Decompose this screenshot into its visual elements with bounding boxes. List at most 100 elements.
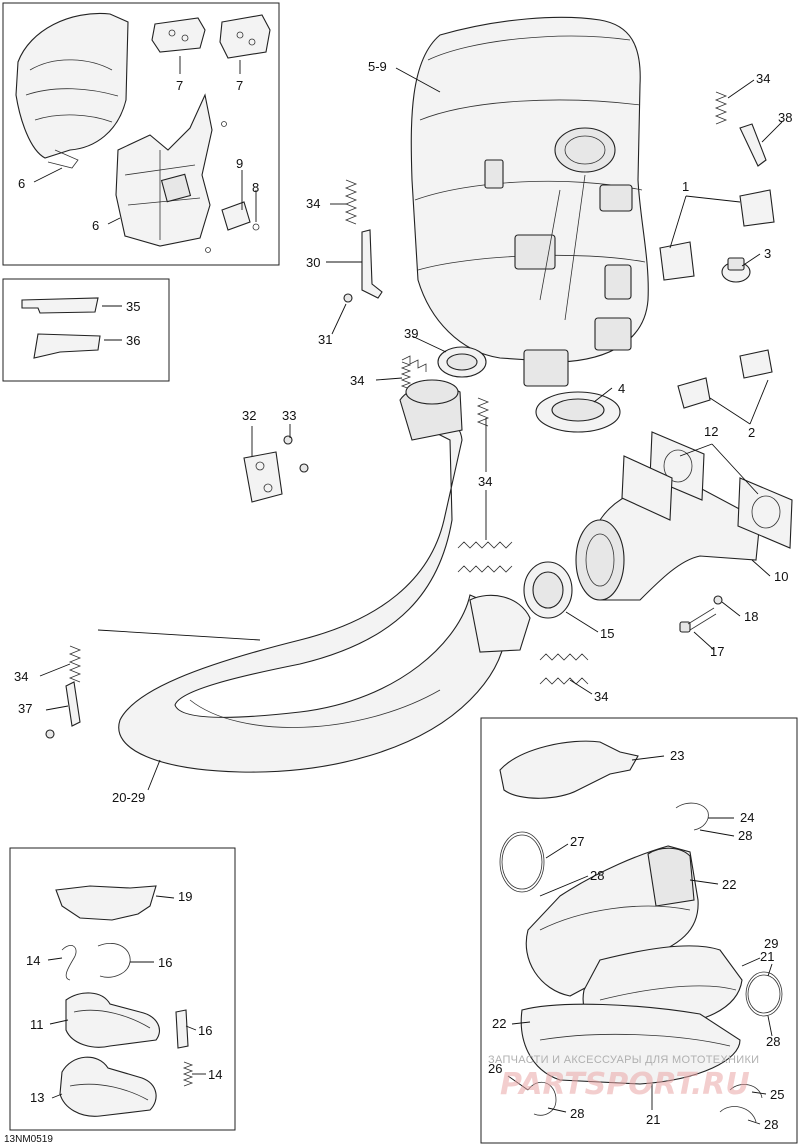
- callout-24: 24: [740, 810, 754, 825]
- callout-28e: 28: [764, 1117, 778, 1132]
- screw-33b: [299, 463, 309, 473]
- callout-18: 18: [744, 609, 758, 624]
- plate-8: [221, 201, 260, 231]
- spring-lower-b: [539, 677, 589, 685]
- spring-14b: [182, 1061, 194, 1087]
- clamp-16a: [97, 943, 131, 978]
- clamp-27: [499, 831, 545, 893]
- callout-17: 17: [710, 644, 724, 659]
- callout-16b: 16: [198, 1023, 212, 1038]
- callout-5-9: 5-9: [368, 59, 387, 74]
- clamp-29: [745, 971, 783, 1017]
- callout-28b: 28: [590, 868, 604, 883]
- callout-31: 31: [318, 332, 332, 347]
- screw-33a: [283, 435, 293, 445]
- callout-9: 9: [236, 156, 243, 171]
- spring-34-top: [714, 91, 728, 125]
- callout-1: 1: [682, 179, 689, 194]
- callout-37: 37: [18, 701, 32, 716]
- callout-27: 27: [570, 834, 584, 849]
- callout-6b: 6: [92, 218, 99, 233]
- callout-22b: 22: [492, 1016, 506, 1031]
- callout-3: 3: [764, 246, 771, 261]
- ring-4: [535, 391, 621, 433]
- callout-34-lower: 34: [594, 689, 608, 704]
- screw-37: [45, 729, 55, 739]
- decal-35: [21, 297, 99, 314]
- spring-34-mid: [401, 355, 427, 372]
- screw-31: [343, 293, 353, 303]
- screw-icon: [205, 247, 211, 253]
- ring-15: [523, 561, 573, 619]
- washer-18: [713, 595, 723, 605]
- bracket-38: [739, 123, 767, 167]
- decal-19: [55, 885, 157, 921]
- inset-decals-frame: [2, 278, 170, 382]
- callout-20-29: 20-29: [112, 790, 145, 805]
- bracket-37: [65, 681, 81, 727]
- callout-16a: 16: [158, 955, 172, 970]
- grommet-2a: [677, 377, 711, 409]
- spring-34-right: [476, 397, 490, 427]
- spring-34-far-left: [68, 645, 82, 683]
- callout-38: 38: [778, 110, 792, 125]
- callout-21b: 21: [646, 1112, 660, 1127]
- heat-shield-11: [65, 992, 160, 1048]
- callout-4: 4: [618, 381, 625, 396]
- callout-19: 19: [178, 889, 192, 904]
- clamp-26: [527, 1081, 557, 1116]
- callout-34-top: 34: [756, 71, 770, 86]
- tuned-pipe-variant: [525, 845, 743, 1031]
- heat-shield-small: [115, 93, 213, 247]
- callout-34-left: 34: [14, 669, 28, 684]
- inset-heat-shields-frame: [2, 2, 280, 266]
- callout-26: 26: [488, 1061, 502, 1076]
- gasket-7b: [219, 14, 271, 59]
- gasket-7a: [151, 17, 206, 53]
- callout-6a: 6: [18, 176, 25, 191]
- callout-25: 25: [770, 1087, 784, 1102]
- callout-34-mid: 34: [350, 373, 364, 388]
- leader-lines: [33, 56, 783, 1125]
- decal-23: [499, 740, 639, 799]
- inset-tuned-pipe-variant-frame: [480, 717, 798, 1144]
- bumper-3: [721, 257, 751, 283]
- heat-shield-13: [59, 1056, 157, 1117]
- callout-28c: 28: [766, 1034, 780, 1049]
- callout-12: 12: [704, 424, 718, 439]
- clamp-16b: [175, 1009, 189, 1049]
- callout-29: 29: [764, 936, 778, 951]
- callout-39: 39: [404, 326, 418, 341]
- callout-13: 13: [30, 1090, 44, 1105]
- muffler: [410, 16, 649, 387]
- callout-2: 2: [748, 425, 755, 440]
- callout-32: 32: [242, 408, 256, 423]
- watermark-logo: PARTSPORT.RU: [500, 1067, 750, 1102]
- inset-muffler-shields-frame: [9, 847, 236, 1131]
- spring-lower-a: [539, 653, 589, 661]
- gasket-12b: [737, 477, 793, 549]
- callout-14b: 14: [208, 1067, 222, 1082]
- callout-11: 11: [30, 1017, 44, 1032]
- diagram-code: 13NM0519: [4, 1134, 53, 1145]
- bracket-32: [243, 451, 283, 503]
- bracket-30: [361, 229, 383, 299]
- exhaust-manifold-10: [575, 484, 761, 601]
- callout-34-spring: 34: [306, 196, 320, 211]
- bolt-17: [679, 607, 717, 633]
- decal-36: [33, 333, 101, 359]
- spring-pair-a: [457, 541, 513, 549]
- callout-30: 30: [306, 255, 320, 270]
- callout-34-pair: 34: [478, 474, 492, 489]
- heat-shield-large: [15, 12, 129, 169]
- muffler-variant-22: [520, 1003, 741, 1085]
- screw-icon: [221, 121, 227, 127]
- spring-coil: [400, 361, 412, 390]
- ring-39: [437, 346, 487, 378]
- clamp-24: [675, 802, 709, 831]
- callout-36: 36: [126, 333, 140, 348]
- grommet-2b: [739, 349, 773, 379]
- clamp-28e: [719, 1106, 757, 1123]
- watermark-text: ЗАПЧАСТИ И АКСЕССУАРЫ ДЛЯ МОТОТЕХНИКИ: [488, 1054, 759, 1066]
